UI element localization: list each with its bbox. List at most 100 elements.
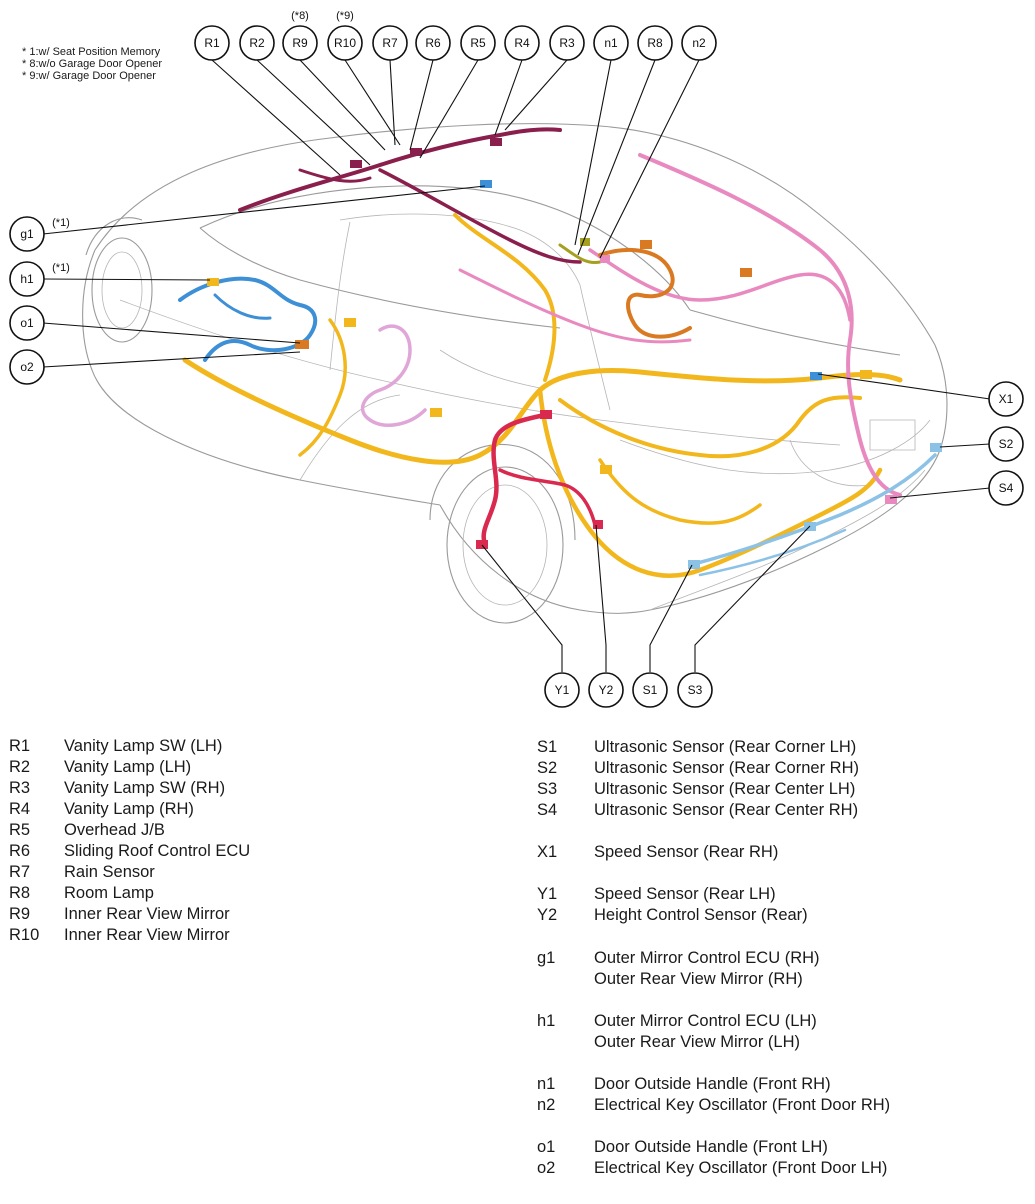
callout-label: X1 — [999, 392, 1014, 406]
legend-description: Outer Mirror Control ECU (LH) — [594, 1012, 817, 1030]
callout-label: o2 — [20, 360, 34, 374]
legend-code: R8 — [9, 884, 31, 902]
front-door-rh-harness — [360, 324, 427, 427]
legend-code: o1 — [537, 1138, 556, 1156]
legend-description: Ultrasonic Sensor (Rear Corner LH) — [594, 738, 857, 756]
legend-code: X1 — [537, 843, 558, 861]
rear-axle-harness — [481, 412, 548, 548]
callout-circle — [239, 25, 275, 61]
legend-code: R10 — [9, 926, 40, 944]
legend-description: Outer Mirror Control ECU (RH) — [594, 949, 820, 967]
legend-code: R1 — [9, 737, 31, 755]
callout-r7: R7 — [372, 25, 408, 61]
legend-code: g1 — [537, 949, 556, 967]
callout-r3: R3 — [549, 25, 585, 61]
callout-label: Y1 — [555, 683, 570, 697]
legend-description: Speed Sensor (Rear RH) — [594, 843, 779, 861]
callout-circle — [194, 25, 230, 61]
rear-axle-harness-2 — [498, 468, 597, 527]
legend-description: Sliding Roof Control ECU — [64, 842, 251, 860]
callout-circle — [9, 261, 45, 297]
rear-bumper-harness — [688, 453, 937, 567]
front-door-lh-harness-2 — [213, 293, 272, 320]
legend-description: Door Outside Handle (Front LH) — [594, 1138, 828, 1156]
front-door-lh-harness — [178, 276, 318, 362]
callout-circle — [681, 25, 717, 61]
callout-x1: X1 — [988, 381, 1024, 417]
callout-label: S4 — [999, 481, 1014, 495]
callout-circle — [282, 25, 318, 61]
callout-n1: n1 — [593, 25, 629, 61]
footnote: * 1:w/ Seat Position Memory — [22, 46, 161, 58]
callout-circle — [593, 25, 629, 61]
callout-r4: R4 — [504, 25, 540, 61]
callout-circle — [988, 426, 1024, 462]
legend-description: Rain Sensor — [64, 863, 155, 881]
callout-s2: S2 — [988, 426, 1024, 462]
footnote: * 8:w/o Garage Door Opener — [22, 58, 163, 70]
legend-description: Door Outside Handle (Front RH) — [594, 1075, 831, 1093]
legend-description: Ultrasonic Sensor (Rear Center RH) — [594, 801, 859, 819]
wire-harnesses — [178, 127, 937, 578]
callout-label: R3 — [559, 36, 575, 50]
callout-label: R6 — [425, 36, 441, 50]
callout-qualifier: (*1) — [52, 217, 70, 229]
callout-circle — [637, 25, 673, 61]
callout-r6: R6 — [415, 25, 451, 61]
legend-description: Electrical Key Oscillator (Front Door LH… — [594, 1159, 888, 1177]
legend-code: o2 — [537, 1159, 556, 1177]
legend-description: Overhead J/B — [64, 821, 165, 839]
legend-description: Ultrasonic Sensor (Rear Corner RH) — [594, 759, 859, 777]
legend-code: n1 — [537, 1075, 556, 1093]
callout-h1: h1(*1) — [9, 261, 70, 297]
legend-description: Vanity Lamp (LH) — [64, 758, 192, 776]
callout-circle — [504, 25, 540, 61]
callout-label: o1 — [20, 316, 34, 330]
legend-code: R5 — [9, 821, 31, 839]
legend-code: Y2 — [537, 906, 558, 924]
legend-code: S2 — [537, 759, 558, 777]
luggage-harness-branch — [588, 248, 852, 322]
rear-bumper-harness-2 — [698, 528, 847, 577]
callout-o2: o2 — [9, 349, 45, 385]
legend-description: Inner Rear View Mirror — [64, 905, 230, 923]
callout-g1: g1 (*1) — [9, 216, 70, 252]
luggage-harness — [638, 153, 902, 497]
connectors — [207, 138, 942, 569]
callout-label: g1 — [20, 227, 34, 241]
callout-label: R2 — [249, 36, 265, 50]
callout-label: n1 — [604, 36, 618, 50]
legend-code: R7 — [9, 863, 31, 881]
callout-y2: Y2 — [588, 672, 624, 708]
legend-description: Vanity Lamp SW (LH) — [64, 737, 223, 755]
callout-label: R10 — [334, 36, 356, 50]
callout-qualifier: (*9) — [336, 10, 354, 22]
legend-description: Vanity Lamp SW (RH) — [64, 779, 226, 797]
center-harness — [598, 248, 692, 339]
floor-harness-pillar — [453, 213, 557, 382]
callout-circle — [460, 25, 496, 61]
footnotes: * 1:w/ Seat Position Memory * 8:w/o Gara… — [22, 46, 162, 82]
legend-code: S3 — [537, 780, 558, 798]
legend-description-secondary: Outer Rear View Mirror (LH) — [594, 1033, 800, 1051]
leader-lines — [42, 59, 991, 672]
floor-harness-trunk — [558, 395, 862, 459]
floor-harness-front — [298, 318, 347, 457]
legend-code: S1 — [537, 738, 558, 756]
callout-r8: R8 — [637, 25, 673, 61]
callout-label: h1 — [20, 272, 34, 286]
callout-circle — [9, 349, 45, 385]
callout-r1: R1 — [194, 25, 230, 61]
callout-s3: S3 — [677, 672, 713, 708]
callout-r2: R2 — [239, 25, 275, 61]
callout-o1: o1 — [9, 305, 45, 341]
callout-circle — [588, 672, 624, 708]
callout-r10: R10 (*9) — [327, 10, 363, 61]
callout-circle — [544, 672, 580, 708]
callout-label: R8 — [647, 36, 663, 50]
footnote: * 9:w/ Garage Door Opener — [22, 70, 156, 82]
legend-code: Y1 — [537, 885, 558, 903]
